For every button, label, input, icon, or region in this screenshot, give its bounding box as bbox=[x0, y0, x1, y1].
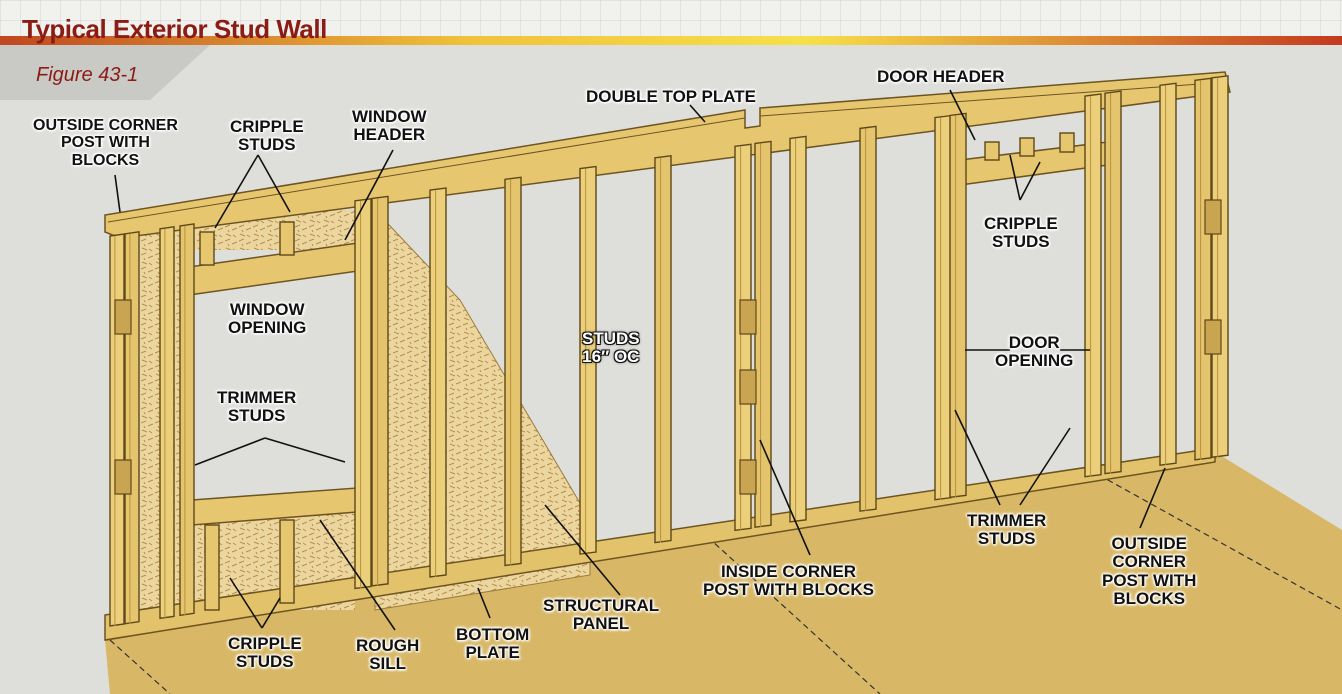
header-grid bbox=[0, 0, 1342, 40]
figure-number: Figure 43-1 bbox=[36, 64, 139, 86]
corner-block bbox=[1204, 199, 1222, 235]
header-bar bbox=[0, 36, 1342, 45]
stud bbox=[109, 233, 125, 627]
stud bbox=[371, 195, 389, 587]
cripple-stud bbox=[1059, 132, 1075, 153]
corner-block bbox=[114, 459, 132, 495]
stud bbox=[934, 114, 952, 501]
stud bbox=[654, 155, 672, 544]
stud bbox=[429, 187, 447, 578]
stud bbox=[579, 165, 597, 555]
stud bbox=[789, 135, 807, 523]
cripple-stud bbox=[279, 519, 295, 604]
stud bbox=[1159, 82, 1177, 466]
cripple-stud bbox=[984, 141, 1000, 161]
corner-block bbox=[739, 369, 757, 405]
stud bbox=[1194, 77, 1212, 461]
stud bbox=[504, 176, 522, 567]
corner-block bbox=[739, 459, 757, 495]
stud bbox=[354, 198, 372, 590]
stud bbox=[179, 223, 195, 617]
cripple-stud bbox=[199, 231, 215, 266]
stud bbox=[159, 226, 175, 620]
corner-block bbox=[739, 299, 757, 335]
label-double-top-plate: DOUBLE TOP PLATE bbox=[586, 87, 757, 106]
cripple-stud bbox=[204, 524, 220, 611]
stud bbox=[1211, 75, 1229, 459]
cripple-stud bbox=[279, 221, 295, 256]
stud bbox=[124, 231, 140, 625]
stud bbox=[1084, 93, 1102, 478]
label-door-header: DOOR HEADER bbox=[877, 67, 1005, 86]
stud bbox=[734, 143, 752, 532]
leader-lines bbox=[114, 89, 1166, 631]
stud bbox=[1104, 90, 1122, 475]
diagram-title: Typical Exterior Stud Wall bbox=[22, 14, 327, 44]
stud bbox=[754, 140, 772, 529]
stud bbox=[949, 112, 967, 499]
corner-block bbox=[1204, 319, 1222, 355]
cripple-stud bbox=[1019, 137, 1035, 157]
corner-block bbox=[114, 299, 132, 335]
stud-group bbox=[109, 75, 1229, 627]
stud bbox=[859, 125, 877, 512]
floor bbox=[105, 452, 1342, 694]
